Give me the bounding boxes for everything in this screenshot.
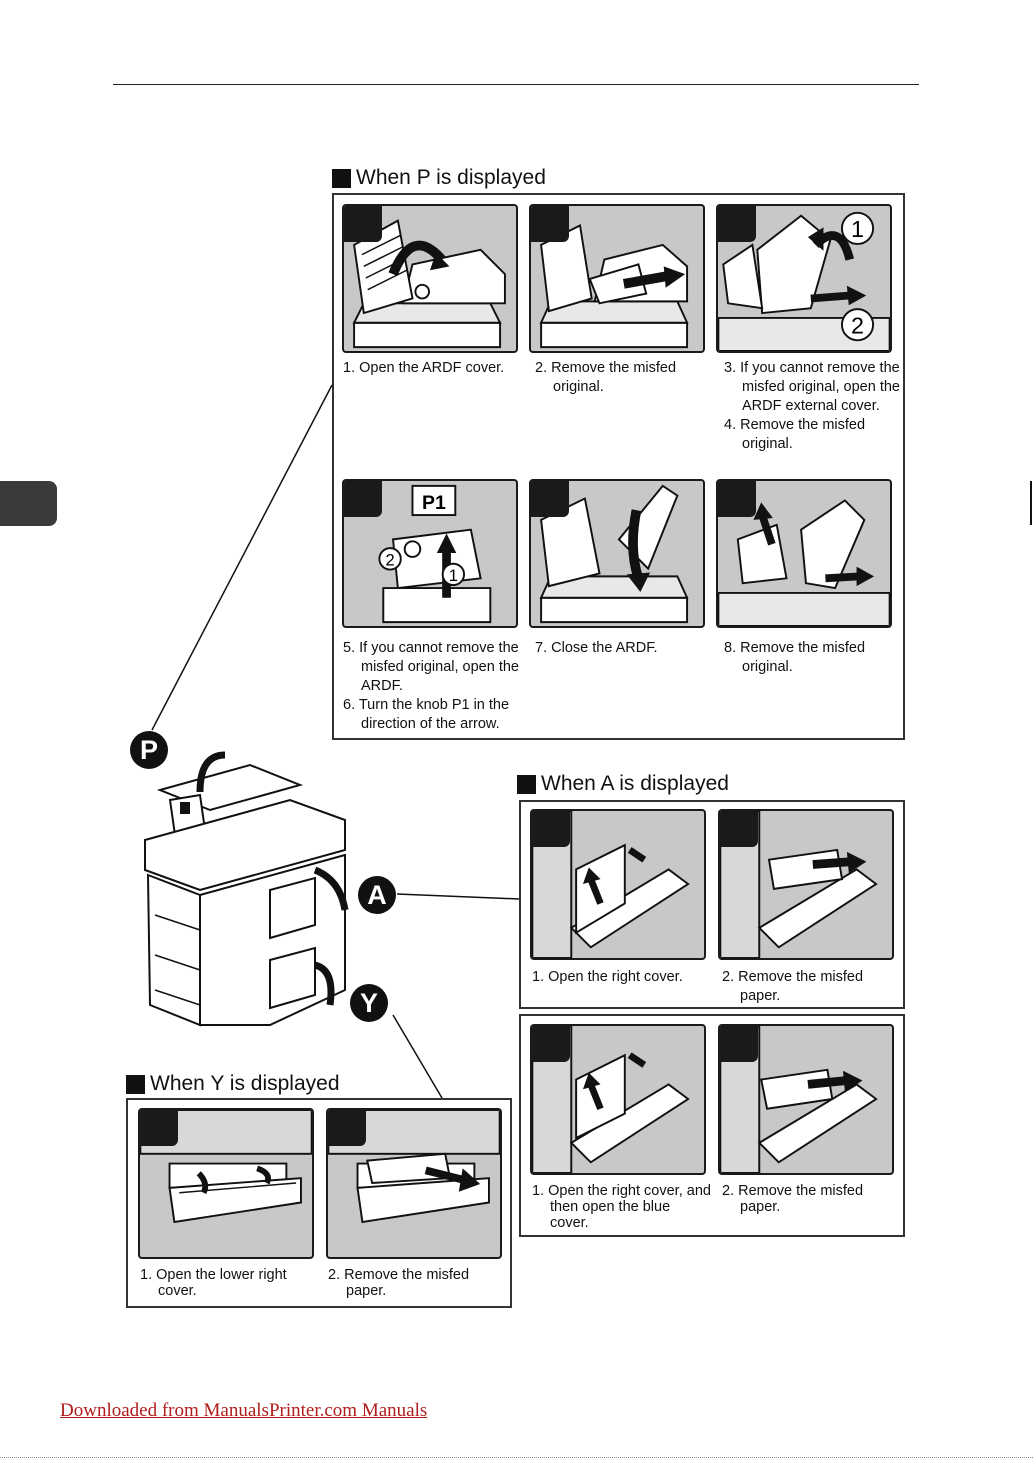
circled-1-label: 1 [851,216,864,242]
caption-a-step1: 1. Open the right cover. [532,968,712,987]
footer-rule [0,1457,1033,1459]
section-marker [517,774,536,794]
caption-line: 3. If you cannot remove the misfed origi… [724,360,900,414]
caption-line: 2. Remove the misfed paper. [722,969,864,1004]
illustration-remove-original [529,204,705,353]
caption-y-step2: 2. Remove the misfed paper. [328,1267,504,1299]
step-marker [531,481,569,517]
illustration-open-external-cover: 1 2 [716,204,892,353]
step-marker [140,1110,178,1146]
section-p-heading: When P is displayed [332,166,546,190]
step-marker [718,206,756,242]
caption-line: 1. Open the ARDF cover. [343,360,505,376]
caption-p-step7: 7. Close the ARDF. [535,639,705,658]
illustration-remove-paper-blue [718,1024,894,1175]
caption-a-step2: 2. Remove the misfed paper. [722,968,898,1006]
step-marker [532,1026,570,1062]
badge-a: A [358,876,396,914]
caption-p-step5-6: 5. If you cannot remove the misfed origi… [343,639,529,734]
illustration-open-blue-cover [530,1024,706,1175]
copier-illustration [140,750,360,1040]
caption-line: 1. Open the lower right cover. [140,1267,287,1299]
caption-line: 5. If you cannot remove the misfed origi… [343,640,519,694]
section-marker [126,1074,145,1094]
illustration-remove-paper-lower [326,1108,502,1259]
step-marker [718,481,756,517]
caption-line: 1. Open the right cover. [532,969,683,985]
caption-line: 6. Turn the knob P1 in the direction of … [343,697,510,732]
illustration-turn-knob-p1: P1 2 1 [342,479,518,628]
step-marker [532,811,570,847]
section-a-title: When A is displayed [541,772,729,795]
step-marker [720,811,758,847]
caption-p-step8: 8. Remove the misfed original. [724,639,894,677]
header-rule [113,84,919,85]
footer-download-link[interactable]: Downloaded from ManualsPrinter.com Manua… [60,1400,428,1421]
caption-line: 2. Remove the misfed paper. [722,1183,864,1215]
page-edge-mark [1030,481,1032,525]
caption-line: 4. Remove the misfed original. [724,417,866,452]
step-marker [531,206,569,242]
knob-p1-label: P1 [422,492,446,514]
chapter-tab [0,481,57,526]
caption-p-step1: 1. Open the ARDF cover. [343,359,523,378]
circled-2-label: 2 [851,312,864,338]
step-marker [344,481,382,517]
illustration-open-right-cover [530,809,706,960]
section-y-title: When Y is displayed [150,1072,340,1095]
illustration-remove-original-ardf [716,479,892,628]
caption-line: 1. Open the right cover, and then open t… [532,1183,711,1231]
illustration-close-ardf [529,479,705,628]
step-marker [720,1026,758,1062]
illustration-remove-paper [718,809,894,960]
section-a-heading: When A is displayed [517,772,729,796]
caption-line: 7. Close the ARDF. [535,640,658,656]
illustration-open-lower-right-cover [138,1108,314,1259]
section-marker [332,168,351,188]
caption-line: 2. Remove the misfed paper. [328,1267,470,1299]
step-marker [328,1110,366,1146]
illustration-open-ardf-cover [342,204,518,353]
circled-1-label: 1 [449,566,458,585]
caption-line: 8. Remove the misfed original. [724,640,866,675]
badge-p: P [130,731,168,769]
circled-2-label: 2 [385,551,394,570]
step-marker [344,206,382,242]
caption-line: 2. Remove the misfed original. [535,360,677,395]
caption-a-blue-step2: 2. Remove the misfed paper. [722,1183,898,1215]
section-p-title: When P is displayed [356,166,546,189]
caption-y-step1: 1. Open the lower right cover. [140,1267,320,1299]
caption-p-step2: 2. Remove the misfed original. [535,359,705,397]
badge-y: Y [350,984,388,1022]
section-y-heading: When Y is displayed [126,1072,340,1096]
caption-a-blue-step1: 1. Open the right cover, and then open t… [532,1183,712,1231]
caption-p-step3-4: 3. If you cannot remove the misfed origi… [724,359,900,454]
